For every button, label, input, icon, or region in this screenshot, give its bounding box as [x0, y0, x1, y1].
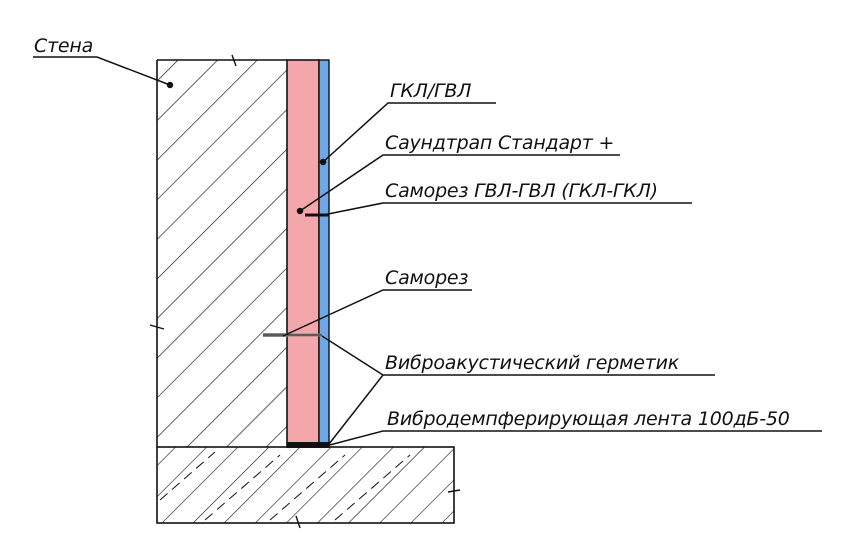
- soundproof-layer: [286, 59, 320, 448]
- label-soundproof: Саундтрап Стандарт +: [385, 132, 614, 154]
- wall-block: [149, 54, 287, 447]
- leader-lines: [33, 56, 822, 448]
- label-screw-board: Саморез ГВЛ-ГВЛ (ГКЛ-ГКЛ): [385, 180, 658, 202]
- board-layer: [318, 59, 330, 448]
- label-screw: Саморез: [385, 267, 468, 289]
- damping-tape: [287, 442, 329, 448]
- label-sealant: Виброакустический герметик: [385, 352, 680, 374]
- floor-slab: [156, 446, 461, 529]
- label-wall: Стена: [34, 35, 93, 57]
- label-board: ГКЛ/ГВЛ: [390, 80, 471, 102]
- label-tape: Вибродемпферирующая лента 100дБ-50: [387, 408, 790, 430]
